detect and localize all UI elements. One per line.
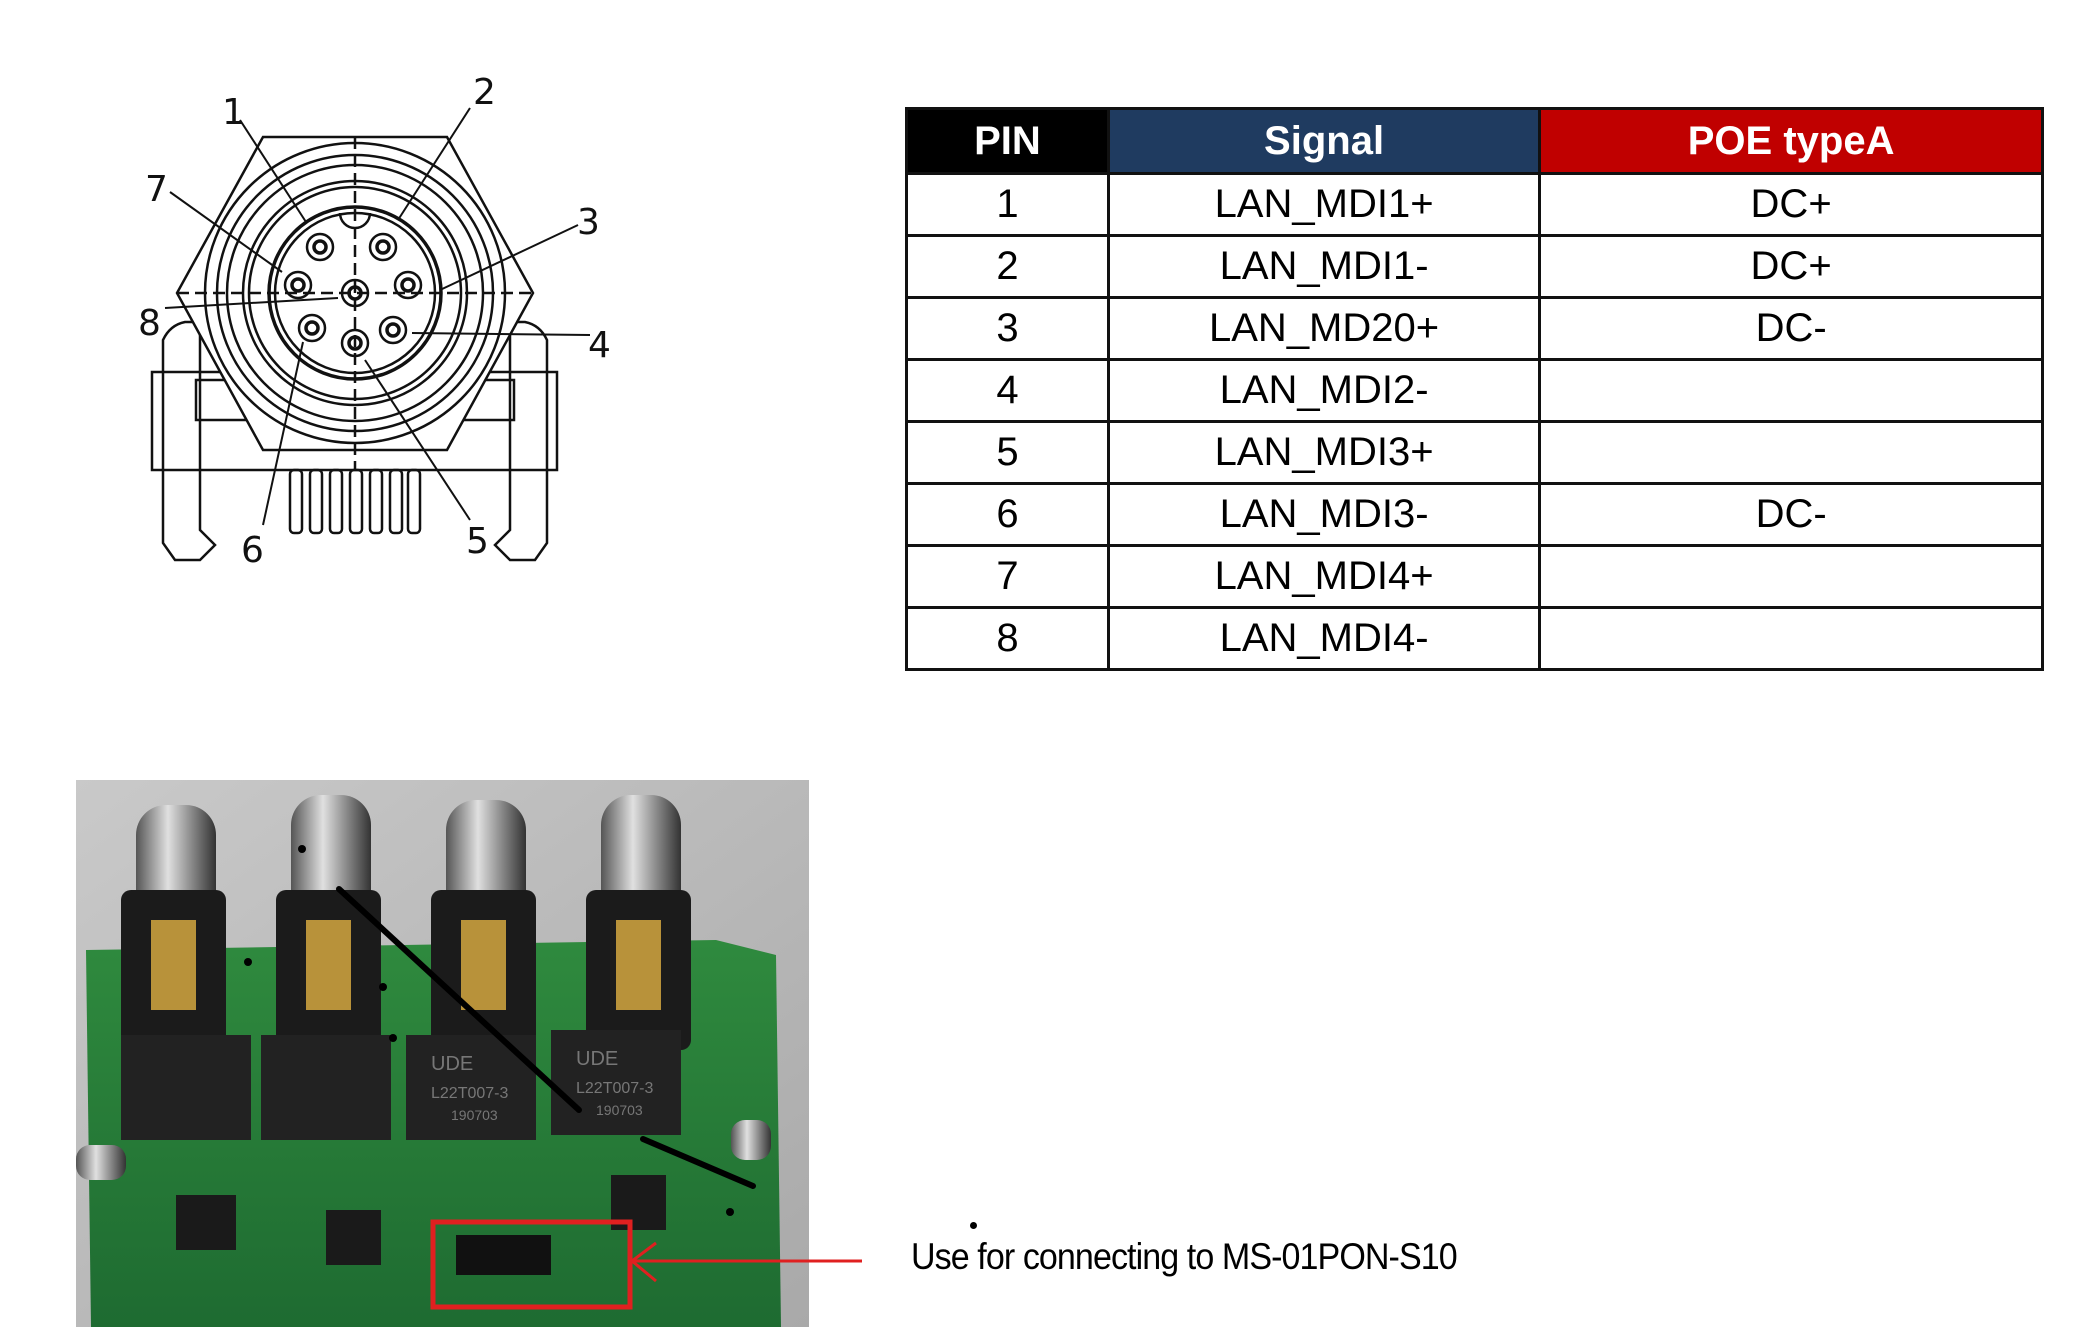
pin-cell: 4 [905, 358, 1110, 423]
board-to-board-connector [456, 1235, 551, 1275]
chip-marking: 190703 [451, 1107, 498, 1123]
poe-cell: DC- [1538, 482, 2044, 547]
stray-dot [970, 1222, 977, 1229]
chip-marking: L22T007-3 [576, 1080, 653, 1097]
poe-cell [1538, 358, 2044, 423]
pin-label-3: 3 [577, 202, 600, 243]
connector-caption: Use for connecting to MS-01PON-S10 [911, 1236, 1458, 1277]
poe-cell [1538, 606, 2044, 671]
pin-label-7: 7 [145, 169, 168, 210]
header-pin: PIN [905, 107, 1110, 175]
pin-cell: 1 [905, 172, 1110, 237]
signal-cell: LAN_MDI1- [1106, 234, 1542, 299]
poe-cell [1538, 420, 2044, 485]
pin-cell: 3 [905, 296, 1110, 361]
poe-cell: DC+ [1538, 234, 2044, 299]
chip-marking: UDE [431, 1053, 473, 1075]
pin-cell: 5 [905, 420, 1110, 485]
signal-cell: LAN_MDI2- [1106, 358, 1542, 423]
ic-chips [176, 1175, 666, 1275]
pin-sockets [283, 232, 423, 358]
highlight-box [430, 1219, 633, 1310]
m12-connectors [121, 795, 691, 1050]
annotation-dots [244, 845, 734, 1216]
leader-lines [164, 107, 591, 526]
header-signal: Signal [1106, 107, 1542, 175]
signal-cell: LAN_MDI1+ [1106, 172, 1542, 237]
chip-marking: L22T007-3 [431, 1085, 508, 1102]
pin-label-2: 2 [473, 72, 496, 113]
poe-cell: DC- [1538, 296, 2044, 361]
signal-cell: LAN_MDI3+ [1106, 420, 1542, 485]
chip-marking: UDE [576, 1048, 618, 1070]
header-poe: POE typeA [1538, 107, 2044, 175]
pin-label-8: 8 [138, 303, 161, 344]
signal-cell: LAN_MDI3- [1106, 482, 1542, 547]
pin-label-5: 5 [466, 521, 489, 562]
left-latch [161, 320, 217, 562]
m12-connector-pinout-drawing: 1 2 3 4 5 6 7 8 [138, 72, 611, 571]
chip-marking: 190703 [596, 1102, 643, 1118]
signal-cell: LAN_MD20+ [1106, 296, 1542, 361]
pcb-photo: UDE L22T007-3 190703 UDE L22T007-3 19070… [76, 780, 809, 1327]
standoffs [76, 1120, 771, 1180]
poe-cell [1538, 544, 2044, 609]
pin-label-4: 4 [588, 325, 611, 366]
annotation-lines [336, 886, 756, 1189]
pin-label-6: 6 [241, 530, 264, 571]
pin-label-1: 1 [222, 92, 245, 133]
pointer-arrow [629, 1241, 862, 1283]
poe-cell: DC+ [1538, 172, 2044, 237]
solder-pins [288, 468, 422, 535]
pin-cell: 6 [905, 482, 1110, 547]
signal-cell: LAN_MDI4- [1106, 606, 1542, 671]
pin-cell: 2 [905, 234, 1110, 299]
pin-cell: 8 [905, 606, 1110, 671]
table-header-row: PIN Signal POE typeA [905, 107, 2044, 175]
right-latch [493, 320, 549, 562]
signal-cell: LAN_MDI4+ [1106, 544, 1542, 609]
pin-cell: 7 [905, 544, 1110, 609]
